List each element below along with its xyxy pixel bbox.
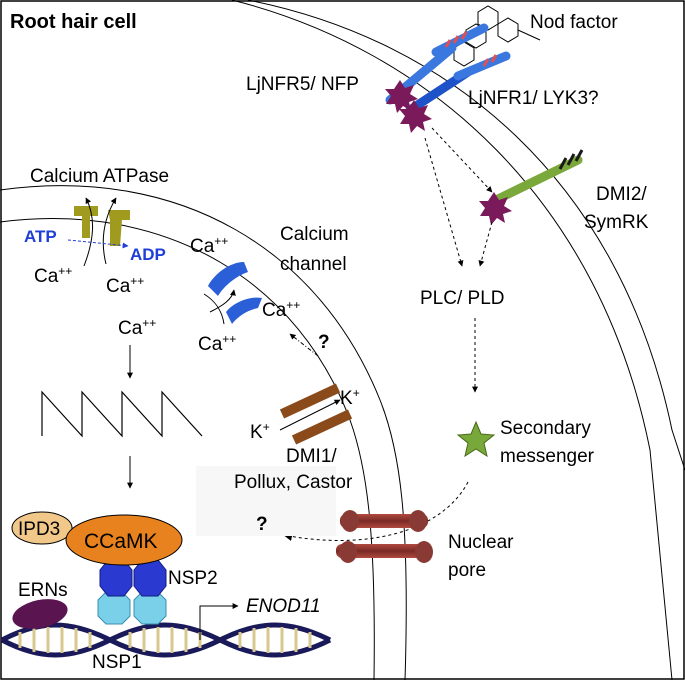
label-ccamk: CCaMK — [84, 530, 158, 553]
label-question-nucleus: ? — [256, 514, 268, 535]
label-erns: ERNs — [18, 580, 68, 601]
label-k-left: K+ — [250, 420, 270, 443]
label-ca-channel-bottom: Ca++ — [198, 332, 236, 355]
label-dmi1-line2: Pollux, Castor — [234, 472, 353, 493]
label-secondary-line2: messenger — [500, 446, 595, 467]
diagram-title: Root hair cell — [10, 11, 137, 33]
label-ca-mid: Ca++ — [106, 274, 144, 297]
nsp2-protein — [99, 559, 167, 597]
arrow-question-to-channel — [289, 333, 319, 357]
label-calcium-channel-line1: Calcium — [280, 224, 349, 245]
label-nsp2: NSP2 — [168, 568, 218, 589]
label-ca-center: Ca++ — [118, 316, 156, 339]
nuclear-envelope-outer — [0, 185, 407, 680]
nuclear-pore — [336, 510, 433, 563]
arrow-nfr-to-plc — [424, 137, 464, 267]
label-plc-pld: PLC/ PLD — [420, 288, 504, 309]
dmi1-channel — [279, 383, 353, 445]
calcium-spiking-trace — [41, 390, 203, 438]
transcription-start-arrow — [199, 603, 239, 640]
label-nuclear-line2: pore — [448, 560, 486, 581]
label-ca-channel-top: Ca++ — [190, 234, 228, 257]
arrow-messenger-to-nucleus — [283, 481, 469, 541]
nsp1-protein — [97, 591, 167, 625]
nfr1-receptor — [405, 51, 511, 115]
arrow-dmi2-to-plc — [478, 221, 493, 267]
ccamk-protein — [65, 514, 183, 566]
unknown-component-box — [196, 466, 336, 536]
label-secondary-line1: Secondary — [500, 418, 591, 439]
label-ca-channel-right: Ca++ — [262, 298, 300, 321]
label-nsp1: NSP1 — [92, 652, 142, 673]
label-nfr5: LjNFR5/ NFP — [246, 74, 359, 95]
secondary-messenger-star — [456, 420, 496, 458]
dmi2-receptor — [491, 149, 584, 205]
cell-wall-inner — [231, 0, 673, 680]
dmi2-kinase-star — [479, 192, 512, 225]
label-nuclear-line1: Nuclear — [448, 532, 514, 553]
calcium-channel — [203, 262, 262, 325]
cell-wall-outer — [247, 0, 685, 471]
label-calcium-atpase: Calcium ATPase — [30, 166, 169, 187]
label-ipd3: IPD3 — [18, 519, 60, 540]
label-atp: ATP — [24, 227, 57, 246]
label-ca-left: Ca++ — [34, 264, 72, 287]
label-adp: ADP — [130, 245, 166, 264]
ipd3-protein — [11, 511, 73, 545]
label-k-right: K+ — [340, 386, 360, 409]
label-question-channel: ? — [318, 332, 330, 353]
nfr1-kinase-star — [399, 100, 432, 133]
calcium-atpase-pump — [67, 197, 130, 267]
dna-double-helix — [0, 622, 332, 658]
nfr5-kinase-star — [385, 80, 418, 113]
label-nod-factor: Nod factor — [530, 12, 618, 33]
label-dmi2-line1: DMI2/ — [596, 184, 647, 205]
arrow-nfr-to-dmi2 — [431, 127, 493, 193]
label-nfr1: LjNFR1/ LYK3? — [468, 88, 599, 109]
label-calcium-channel-line2: channel — [280, 254, 347, 275]
label-dmi1-line1: DMI1/ — [286, 446, 337, 467]
erns-protein — [12, 599, 68, 629]
label-enod11: ENOD11 — [246, 596, 321, 617]
label-dmi2-line2: SymRK — [584, 212, 649, 233]
